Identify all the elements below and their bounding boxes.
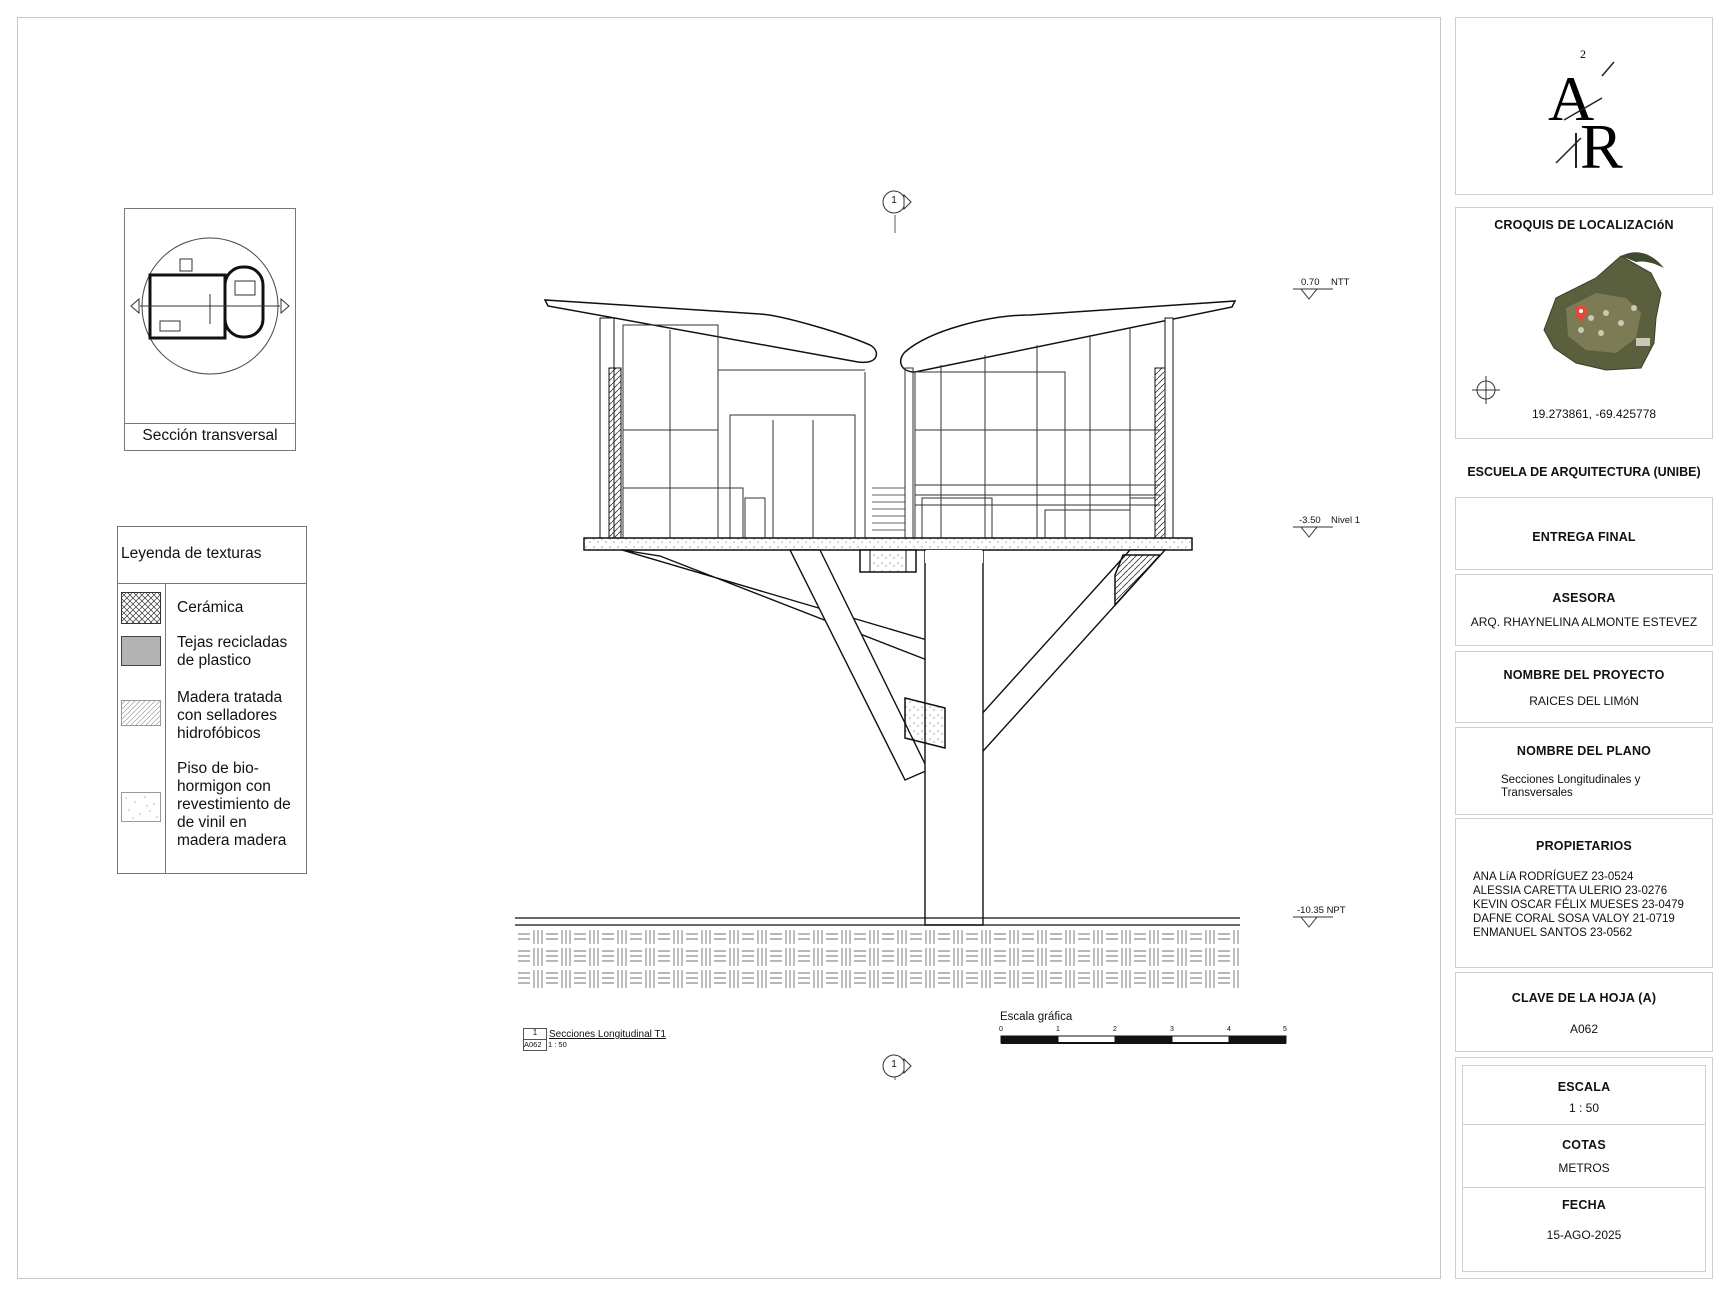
sheet-key-title: CLAVE DE LA HOJA (A) [1511,991,1657,1005]
view-title-scale: 1 : 50 [548,1040,567,1049]
section-marker-top-number: 1 [891,195,897,206]
scale-title: ESCALA [1557,1080,1611,1094]
dims-value: METROS [1558,1161,1610,1175]
level-value-nivel-1: -3.50 [1299,515,1321,526]
level-value-npt: -10.35 NPT [1297,905,1346,916]
view-title-number: 1 [532,1028,538,1037]
section-thumbnail-divider [125,423,295,424]
owner-4: DAFNE CORAL SOSA VALOY 21-0719 [1473,913,1675,925]
svg-text:R: R [1580,111,1623,182]
legend-column-divider [165,583,166,873]
svg-text:A: A [1548,63,1594,134]
meta-divider-1 [1462,1124,1706,1125]
level-marker-nivel-1 [1293,526,1333,538]
texture-legend: Leyenda de texturas [117,526,307,874]
graphic-scale-title: Escala gráfica [1000,1011,1073,1023]
swatch-tejas [121,636,161,666]
meta-divider-2 [1462,1187,1706,1188]
project-title: NOMBRE DEL PROYECTO [1503,668,1665,682]
sheet-key-box: CLAVE DE LA HOJA (A) A062 [1455,972,1713,1052]
school-name: ESCUELA DE ARQUITECTURA (UNIBE) [1467,465,1701,479]
location-sketch-box: CROQUIS DE LOCALIZACIóN 19.273861, -69.4… [1455,207,1713,439]
graphic-scale-tick-3: 3 [1170,1026,1174,1033]
meta-outer-box [1455,1057,1713,1279]
location-coords: 19.273861, -69.425778 [1531,407,1657,421]
section-marker-bottom-number: 1 [891,1059,897,1070]
swatch-ceramica [121,592,161,624]
graphic-scale-tick-0: 0 [999,1026,1003,1033]
date-value: 15-AGO-2025 [1546,1228,1622,1242]
plan-box: NOMBRE DEL PLANO Secciones Longitudinale… [1455,727,1713,815]
location-aerial-map [1472,252,1664,404]
meta-inner-box [1462,1065,1706,1272]
owner-3: KEVIN OSCAR FÉLIX MUESES 23-0479 [1473,899,1684,911]
section-thumbnail-box: Sección transversal [124,208,296,451]
drawing-frame [17,17,1441,1279]
owner-2: ALESSIA CARETTA ULERIO 23-0276 [1473,885,1668,897]
graphic-scale-tick-1: 1 [1056,1026,1060,1033]
plan-name-line2: Transversales [1501,787,1573,799]
level-value-ntt: 0.70 [1301,277,1320,288]
section-marker-bottom [882,1054,912,1078]
scale-value: 1 : 50 [1568,1101,1600,1115]
tree-house-section-drawing [515,215,1240,1080]
swatch-piso [121,792,161,822]
owner-5: ENMANUEL SANTOS 23-0562 [1473,927,1633,939]
section-plan-thumbnail [130,237,290,375]
advisor-name: ARQ. RHAYNELINA ALMONTE ESTEVEZ [1470,615,1698,629]
view-title-sheet: A062 [524,1040,542,1049]
section-marker-top [882,190,912,214]
owners-list: ANA LíA RODRÍGUEZ 23-0524 ALESSIA CARETT… [1473,870,1684,940]
dims-title: COTAS [1562,1138,1606,1152]
swatch-madera [121,700,161,726]
legend-label-madera: Madera tratada con selladores hidrofóbic… [177,689,283,742]
owners-box: PROPIETARIOS ANA LíA RODRÍGUEZ 23-0524 A… [1455,818,1713,968]
level-marker-ntt [1293,288,1333,300]
delivery-label: ENTREGA FINAL [1532,530,1636,544]
legend-title: Leyenda de texturas [121,545,262,562]
logo-box: 2 A R [1455,17,1713,195]
level-marker-npt [1293,916,1333,928]
project-name: RAICES DEL LIMóN [1529,694,1639,708]
graphic-scale-tick-2: 2 [1113,1026,1117,1033]
owner-1: ANA LíA RODRÍGUEZ 23-0524 [1473,871,1634,883]
section-thumbnail-caption: Sección transversal [142,427,278,444]
location-sketch-title: CROQUIS DE LOCALIZACIóN [1494,218,1674,232]
plan-title: NOMBRE DEL PLANO [1516,744,1652,758]
delivery-box: ENTREGA FINAL [1455,497,1713,570]
date-title: FECHA [1561,1198,1607,1212]
project-box: NOMBRE DEL PROYECTO RAICES DEL LIMóN [1455,651,1713,723]
view-title-name: Secciones Longitudinal T1 [549,1029,667,1040]
view-title-tag-divider [523,1039,547,1040]
sheet-key-value: A062 [1569,1022,1599,1036]
advisor-title: ASESORA [1552,591,1616,605]
owners-title: PROPIETARIOS [1536,839,1632,853]
plan-name-line1: Secciones Longitudinales y [1501,774,1641,786]
level-name-ntt: NTT [1331,277,1350,288]
graphic-scale-bar [1000,1035,1287,1044]
legend-header-divider [118,583,306,584]
advisor-box: ASESORA ARQ. RHAYNELINA ALMONTE ESTEVEZ [1455,574,1713,646]
level-name-nivel-1: Nivel 1 [1331,515,1361,526]
svg-text:2: 2 [1580,47,1586,61]
legend-label-tejas: Tejas recicladas de plastico [177,634,288,669]
graphic-scale-tick-5: 5 [1283,1026,1287,1033]
a2r-logo: 2 A R [1548,47,1623,182]
legend-label-ceramica: Cerámica [177,599,244,616]
legend-label-piso: Piso de bio- hormigon con revestimiento … [177,760,291,849]
graphic-scale-tick-4: 4 [1227,1026,1231,1033]
